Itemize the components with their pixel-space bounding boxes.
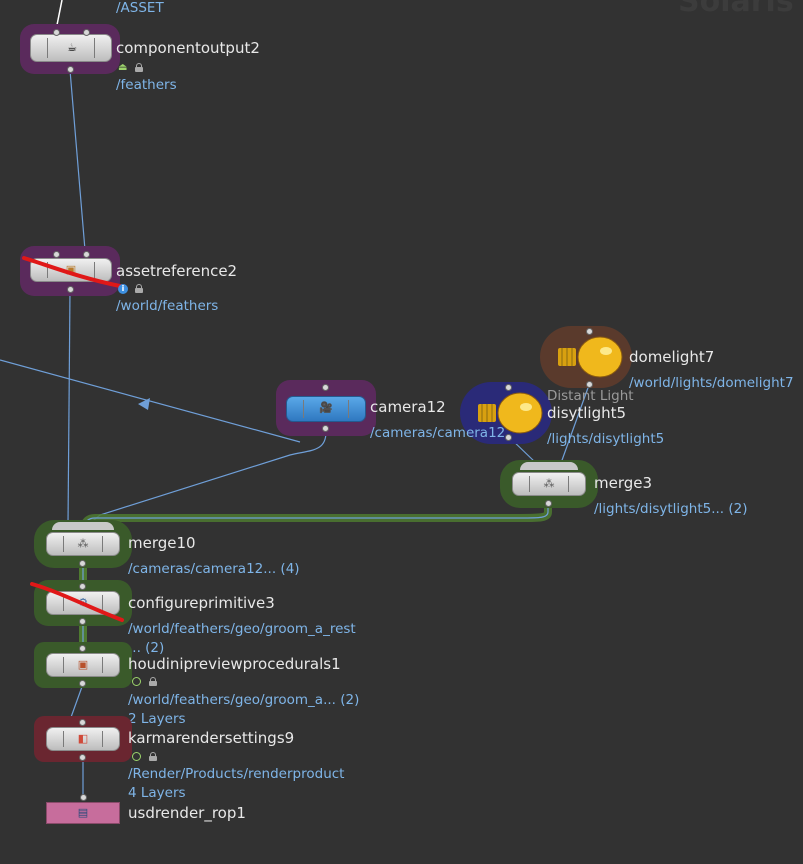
node-path-merge3: /lights/disytlight5... (2) xyxy=(594,501,748,517)
output-port[interactable] xyxy=(586,381,593,388)
node-name-karmarendersettings9: karmarendersettings9 xyxy=(128,729,295,747)
node-path-merge10: /cameras/camera12... (4) xyxy=(128,561,300,577)
node-body[interactable] xyxy=(30,34,112,62)
node-path-camera12: /cameras/camera12 xyxy=(370,425,506,441)
top-path-label: /ASSET xyxy=(116,0,164,16)
input-port[interactable] xyxy=(79,583,86,590)
node-name-merge3: merge3 xyxy=(594,474,653,492)
input-bar xyxy=(52,522,114,530)
preview-icon: ▣ xyxy=(77,658,89,671)
output-port[interactable] xyxy=(79,754,86,761)
output-port[interactable] xyxy=(67,66,74,73)
wire-arrow-icon xyxy=(138,398,150,410)
node-name-componentoutput2: componentoutput2 xyxy=(116,39,260,57)
bypass-mark-icon xyxy=(30,582,124,622)
node-body[interactable] xyxy=(286,396,366,422)
lock-icon xyxy=(135,63,143,72)
node-name-configureprimitive3: configureprimitive3 xyxy=(128,594,275,612)
info-icon: i xyxy=(118,284,128,294)
node-name-usdrender_rop1: usdrender_rop1 xyxy=(128,804,246,822)
node-name-houdinipreviewprocedurals1: houdinipreviewprocedurals1 xyxy=(128,655,341,673)
input-port[interactable] xyxy=(83,29,90,36)
asset-icon: ▣ xyxy=(65,263,77,276)
node-name-domelight7: domelight7 xyxy=(629,348,715,366)
node-name-disytlight5: disytlight5 xyxy=(547,404,627,422)
node-path-assetreference2: /world/feathers xyxy=(116,298,219,314)
input-port[interactable] xyxy=(53,251,60,258)
node-name-merge10: merge10 xyxy=(128,534,196,552)
input-port[interactable] xyxy=(80,794,87,801)
node-path-componentoutput2: /feathers xyxy=(116,77,177,93)
output-port[interactable] xyxy=(67,286,74,293)
lock-icon xyxy=(135,284,143,293)
status-ring-icon xyxy=(132,677,141,686)
input-port[interactable] xyxy=(505,384,512,391)
node-path-disytlight5: /lights/disytlight5 xyxy=(547,431,665,447)
merge-icon: ⁂ xyxy=(77,537,89,550)
lock-icon xyxy=(149,752,157,761)
node-type-hint-disytlight5: Distant Light xyxy=(547,388,634,404)
camera-icon: 🎥 xyxy=(319,401,333,414)
merge-icon: ⁂ xyxy=(543,477,555,490)
node-body[interactable] xyxy=(512,472,586,496)
node-name-assetreference2: assetreference2 xyxy=(116,262,238,280)
lock-icon xyxy=(149,677,157,686)
node-body[interactable] xyxy=(30,258,112,282)
status-ring-icon xyxy=(132,752,141,761)
bypass-mark-icon xyxy=(22,256,122,288)
node-path-configureprimitive3: /world/feathers/geo/groom_a_rest xyxy=(128,621,356,637)
render-settings-icon: ◧ xyxy=(77,732,89,745)
layer-count-karmarendersettings9: 4 Layers xyxy=(128,785,186,801)
node-body[interactable] xyxy=(46,727,120,751)
output-port[interactable] xyxy=(505,434,512,441)
bulb-icon[interactable] xyxy=(552,334,624,380)
input-bar xyxy=(520,462,578,470)
node-path-continuation-configureprimitive3: ... (2) xyxy=(128,640,165,656)
flag-icon: ⏏ xyxy=(118,62,128,73)
network-context-label: Solaris xyxy=(678,0,794,19)
input-port[interactable] xyxy=(79,645,86,652)
input-port[interactable] xyxy=(83,251,90,258)
node-path-karmarendersettings9: /Render/Products/renderproduct xyxy=(128,766,345,782)
output-port[interactable] xyxy=(79,680,86,687)
node-body[interactable] xyxy=(46,802,120,824)
rop-icon: ▤ xyxy=(77,806,89,819)
node-body[interactable] xyxy=(46,532,120,556)
input-port[interactable] xyxy=(322,384,329,391)
bulb-icon[interactable] xyxy=(472,390,544,436)
node-name-camera12: camera12 xyxy=(370,398,446,416)
input-port[interactable] xyxy=(586,328,593,335)
output-port[interactable] xyxy=(79,618,86,625)
node-path-domelight7: /world/lights/domelight7 xyxy=(629,375,794,391)
node-body[interactable] xyxy=(46,653,120,677)
output-port[interactable] xyxy=(322,425,329,432)
teapot-icon: ☕ xyxy=(67,41,77,54)
output-port[interactable] xyxy=(545,500,552,507)
node-path-houdinipreviewprocedurals1: /world/feathers/geo/groom_a... (2) xyxy=(128,692,360,708)
layer-count-houdinipreviewprocedurals1: 2 Layers xyxy=(128,711,186,727)
input-port[interactable] xyxy=(79,719,86,726)
output-port[interactable] xyxy=(79,560,86,567)
input-port[interactable] xyxy=(53,29,60,36)
